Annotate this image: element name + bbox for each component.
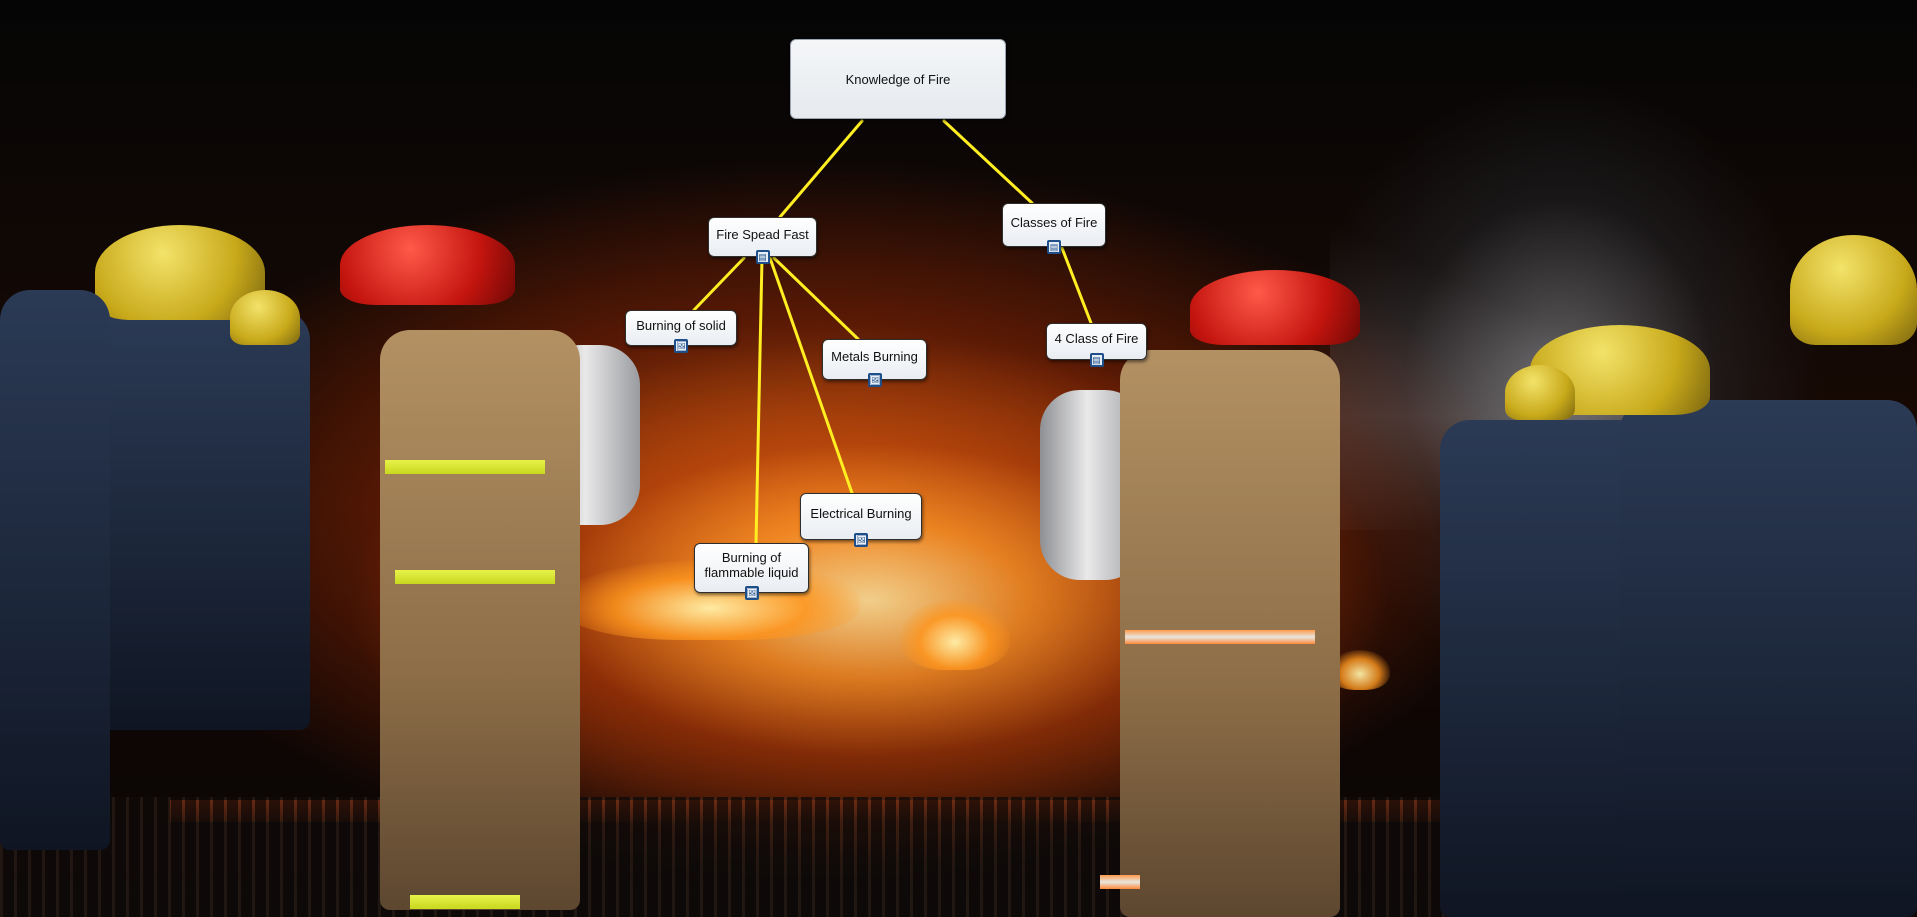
- link-group: [692, 119, 1093, 545]
- firefighter-coat: [380, 330, 580, 910]
- concept-node-fire-spead-fast[interactable]: Fire Spead Fast ▤: [708, 217, 817, 264]
- concept-node-metals-burning[interactable]: Metals Burning 🖼: [822, 339, 927, 387]
- document-icon[interactable]: ▤: [755, 250, 770, 264]
- concept-node-label: Burning of solid: [636, 317, 726, 333]
- firefighter-coat: [0, 290, 110, 850]
- red-helmet: [1190, 270, 1360, 345]
- concept-link-line: [754, 256, 764, 545]
- yellow-helmet: [1505, 365, 1575, 420]
- concept-node-classes-of-fire[interactable]: Classes of Fire ▤: [1002, 203, 1106, 254]
- yellow-helmet: [230, 290, 300, 345]
- flame: [1330, 650, 1390, 690]
- concept-node-knowledge-of-fire[interactable]: Knowledge of Fire: [790, 39, 1006, 119]
- flame: [900, 600, 1010, 670]
- image-icon[interactable]: 🖼: [867, 373, 882, 387]
- concept-link-line: [942, 119, 1034, 205]
- image-icon[interactable]: 🖼: [744, 586, 759, 600]
- concept-node-burning-of-solid[interactable]: Burning of solid 🖼: [625, 310, 737, 353]
- yellow-helmet: [1790, 235, 1917, 345]
- concept-node-label: Classes of Fire: [1010, 214, 1098, 230]
- concept-node-label: Knowledge of Fire: [845, 71, 951, 87]
- concept-link-line: [778, 119, 864, 219]
- image-icon[interactable]: 🖼: [674, 339, 688, 353]
- concept-node-label: 4 Class of Fire: [1054, 331, 1139, 346]
- reflective-stripe: [410, 895, 520, 909]
- reflective-stripe: [385, 460, 545, 474]
- concept-node-electrical-burning[interactable]: Electrical Burning 🖼: [800, 493, 922, 547]
- concept-node-4-class-of-fire[interactable]: 4 Class of Fire ▤: [1046, 323, 1147, 367]
- concept-link-line: [772, 256, 860, 341]
- concept-node-label: Burning of flammable liquid: [704, 550, 799, 580]
- concept-link-line: [768, 256, 854, 495]
- reflective-stripe: [1125, 630, 1315, 644]
- concept-node-label: Fire Spead Fast: [716, 226, 809, 242]
- concept-link-line: [692, 256, 746, 312]
- red-helmet: [340, 225, 515, 305]
- reflective-stripe: [395, 570, 555, 584]
- concept-node-burning-of-flammable-liquid[interactable]: Burning of flammable liquid 🖼: [694, 543, 809, 600]
- image-icon[interactable]: 🖼: [854, 533, 868, 547]
- document-icon[interactable]: ▤: [1089, 353, 1104, 367]
- concept-node-label: Electrical Burning: [810, 506, 912, 521]
- reflective-stripe: [1100, 875, 1140, 889]
- concept-link-line: [1060, 246, 1093, 325]
- document-icon[interactable]: ▤: [1047, 240, 1061, 254]
- concept-node-label: Metals Burning: [831, 349, 918, 364]
- firefighter-coat: [1620, 400, 1917, 917]
